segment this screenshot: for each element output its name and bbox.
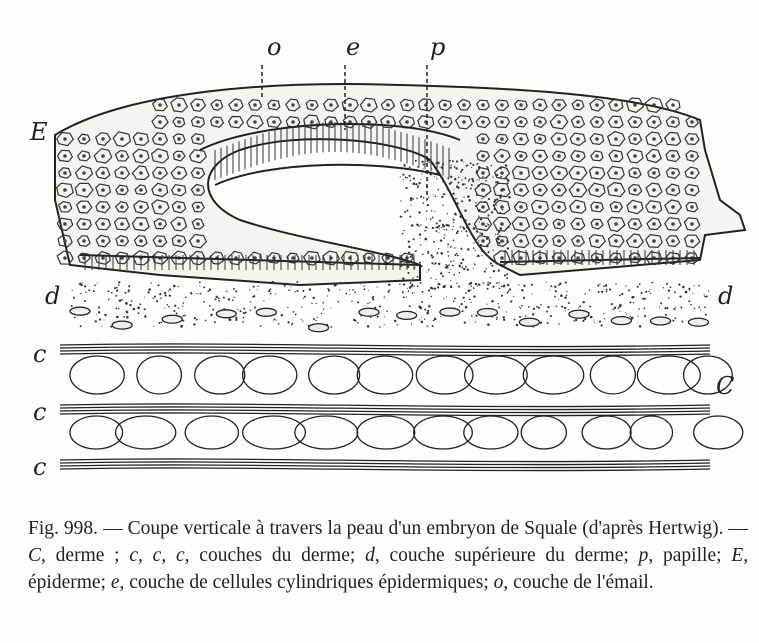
label-c1: c — [33, 340, 46, 368]
label-C: C — [716, 372, 734, 400]
skin-section-illustration — [0, 0, 759, 500]
label-E: E — [30, 118, 48, 146]
legend-item: p, papille; — [639, 545, 722, 566]
label-d-right: d — [718, 282, 733, 310]
label-c2: c — [33, 398, 46, 426]
label-c3: c — [33, 453, 46, 481]
figure-number: Fig. 998. — [28, 518, 98, 539]
label-o: o — [267, 33, 281, 61]
dermis-layers — [60, 307, 743, 470]
figure-caption: Fig. 998. — Coupe verticale à travers la… — [28, 515, 748, 596]
epidermis-outline — [55, 84, 745, 285]
legend-item: c, c, c, couches du derme; — [129, 545, 355, 566]
legend-item: d, couche supérieure du derme; — [365, 545, 629, 566]
legend-item: e, couche de cellules cylindriques épide… — [111, 572, 489, 593]
label-e: e — [346, 33, 360, 61]
label-d-left: d — [45, 282, 60, 310]
label-p: p — [430, 33, 445, 61]
legend-item: o, couche de l'émail. — [494, 572, 654, 593]
figure-title: — Coupe verticale à travers la peau d'un… — [103, 518, 723, 539]
